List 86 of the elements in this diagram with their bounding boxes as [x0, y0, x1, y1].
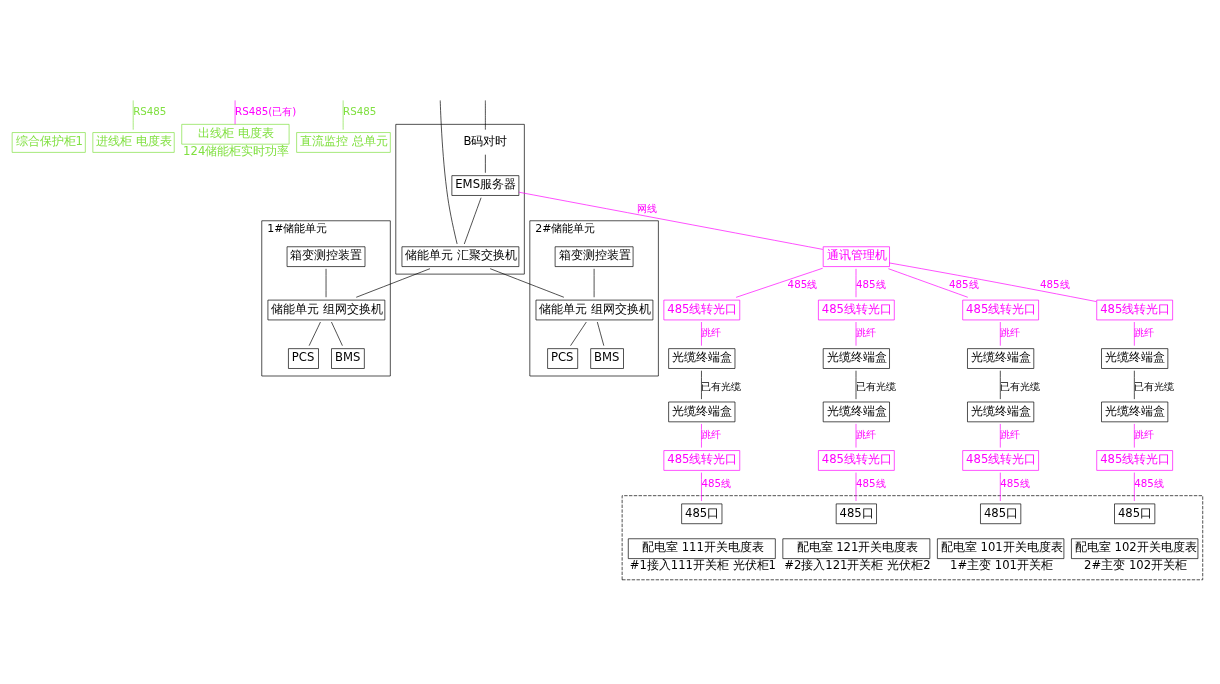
- node-box: 储能单元 汇聚交换机: [401, 245, 520, 267]
- connector: [701, 369, 702, 399]
- node-box: 光缆终端盒: [822, 347, 890, 369]
- connector: [489, 267, 565, 298]
- edge-label: 已有光缆: [1134, 379, 1175, 392]
- node-box: 综合保护柜1: [11, 131, 86, 153]
- node-box: 配电室 102开关电度表: [1071, 537, 1199, 559]
- node-box: 储能单元 组网交换机: [267, 299, 386, 320]
- connector: [1134, 369, 1135, 399]
- connector: [518, 191, 824, 250]
- node-label: 1#主变 101开关柜: [950, 557, 1054, 572]
- node-box: 光缆终端盒: [967, 347, 1035, 369]
- edge-label: 已有光缆: [701, 379, 742, 392]
- node-label: #2接入121开关柜 光伏柜2: [784, 557, 931, 572]
- edge-label: 485线: [949, 277, 979, 290]
- node-box: 光缆终端盒: [822, 401, 890, 422]
- node-box: PCS: [547, 347, 579, 369]
- connector: [463, 196, 482, 244]
- node-box: 直流监控 总单元: [296, 131, 391, 153]
- edge-label: 跳纤: [1000, 325, 1021, 338]
- node-box: 配电室 121开关电度表: [782, 537, 931, 559]
- connector: [999, 471, 1001, 501]
- node-label: 2#主变 102开关柜: [1084, 557, 1188, 572]
- node-box: 485线转光口: [962, 299, 1039, 320]
- edge-label: 已有光缆: [856, 379, 897, 392]
- edge-label: 485线: [856, 277, 886, 290]
- node-box: 485口: [835, 503, 877, 524]
- node-box: 485口: [980, 503, 1022, 524]
- node-box: 485线转光口: [1096, 299, 1173, 320]
- edge-label: RS485(已有): [235, 104, 297, 117]
- edge-label: 网线: [637, 201, 658, 214]
- node-box: 485线转光口: [663, 449, 741, 471]
- node-box: 出线柜 电度表: [181, 123, 290, 145]
- node-box: 光缆终端盒: [668, 401, 736, 422]
- node-box: 箱变测控装置: [554, 245, 634, 267]
- node-box: 储能单元 组网交换机: [535, 299, 654, 320]
- edge-label: 已有光缆: [1000, 379, 1041, 392]
- connector: [331, 321, 343, 346]
- node-box: 光缆终端盒: [1101, 347, 1169, 369]
- edge-label: 485线: [701, 476, 732, 489]
- node-text: B码对时: [463, 133, 508, 148]
- edge-label: 跳纤: [1134, 325, 1155, 338]
- cluster: [395, 123, 525, 274]
- connector: [308, 321, 321, 346]
- connector: [485, 99, 486, 130]
- node-box: PCS: [288, 347, 319, 369]
- edge-label: RS485: [343, 104, 377, 117]
- node-box: 进线柜 电度表: [92, 131, 175, 153]
- node-label: 124储能柜实时功率: [183, 143, 290, 158]
- node-box: 光缆终端盒: [1101, 401, 1169, 422]
- connector: [439, 99, 458, 244]
- edge-label: 485线: [856, 476, 886, 489]
- node-box: EMS服务器: [451, 174, 520, 196]
- edge-label: RS485: [133, 104, 167, 117]
- cluster: [621, 494, 1204, 580]
- edge-label: 跳纤: [856, 325, 877, 338]
- edge-label: 跳纤: [856, 427, 877, 440]
- node-box: 485线转光口: [1096, 449, 1173, 471]
- node-box: BMS: [331, 347, 365, 369]
- node-box: 485口: [681, 503, 723, 524]
- node-box: 箱变测控装置: [286, 245, 366, 267]
- node-box: 485线转光口: [818, 449, 895, 471]
- node-box: 485线转光口: [962, 449, 1039, 471]
- node-box: 485线转光口: [818, 299, 895, 320]
- connector: [701, 471, 702, 501]
- node-box: BMS: [590, 347, 624, 369]
- node-box: 光缆终端盒: [668, 347, 736, 369]
- connector: [735, 267, 823, 298]
- node-box: 通讯管理机: [822, 245, 890, 267]
- connector: [355, 267, 431, 298]
- connector: [596, 321, 605, 346]
- connector: [888, 267, 969, 298]
- node-box: 485口: [1114, 503, 1156, 524]
- node-box: 配电室 111开关电度表: [627, 537, 776, 559]
- connector: [855, 369, 857, 399]
- edge-label: 跳纤: [1134, 427, 1155, 440]
- node-box: 配电室 101开关电度表: [937, 537, 1065, 559]
- connector: [999, 369, 1001, 399]
- node-box: 485线转光口: [663, 299, 741, 320]
- node-label: #1接入111开关柜 光伏柜1: [629, 557, 777, 572]
- edge-label: 跳纤: [1000, 427, 1021, 440]
- node-box: 光缆终端盒: [967, 401, 1035, 422]
- connector: [888, 262, 1097, 302]
- edge-label: 485线: [1000, 476, 1030, 489]
- edge-label: 485线: [1039, 277, 1070, 290]
- edge-label: 485线: [787, 277, 818, 290]
